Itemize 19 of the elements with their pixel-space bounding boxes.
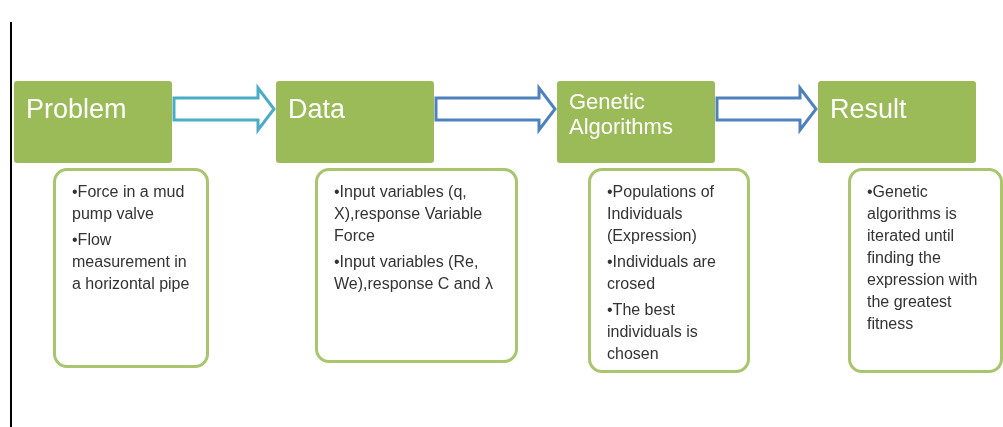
bullet-text: •Populations of Individuals (Expression) [607,182,715,246]
bullet-text: •Input variables (Re, We),response C and λ [334,252,494,294]
step-card [588,168,750,373]
arrow [715,83,818,135]
bullet-text: •Force in a mud pump valve [72,182,186,224]
bullet-text: •Input variables (q, X),response Variable Force [334,182,484,246]
step-header: Result [818,81,976,163]
step-card [315,168,518,363]
step-header: Data [276,81,434,163]
bullet-text: •Flow measurement in a horizontal pipe [72,230,191,294]
bullet-text: •Genetic algorithms is iterated until finding the expression with the greatest fitness [867,182,979,334]
step-header: Genetic Algorithms [557,81,715,163]
step-card [848,168,1003,373]
step-card [53,168,209,368]
bullet-text: •Individuals are crosed [607,252,717,294]
arrow [172,83,276,135]
step-header: Problem [14,81,172,163]
bullet-text: •The best individuals is chosen [607,300,699,364]
arrow [434,83,557,135]
